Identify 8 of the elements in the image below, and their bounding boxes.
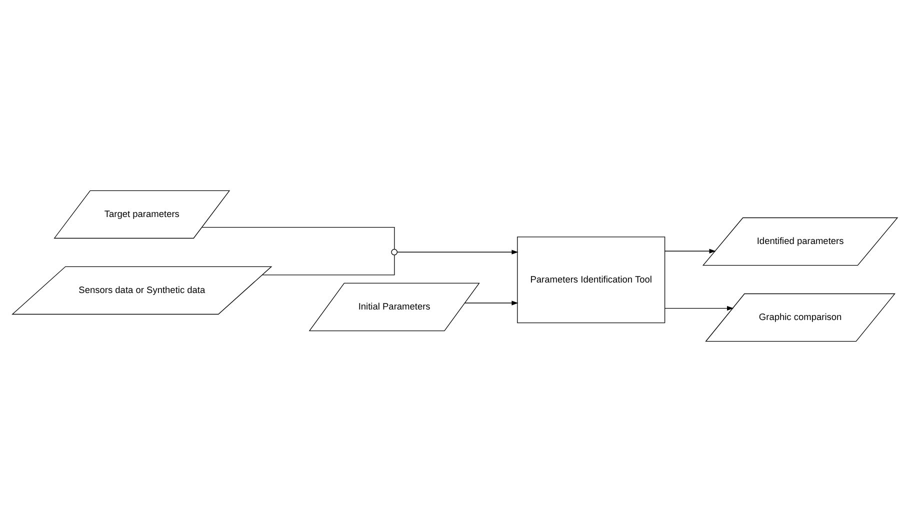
arrow (664, 248, 716, 253)
node-switch (391, 248, 398, 255)
node-box: Parameters Identification Tool (517, 236, 666, 323)
connector (202, 226, 395, 249)
connector (262, 254, 395, 275)
arrow (464, 300, 518, 305)
arrow (664, 305, 734, 310)
arrow (397, 249, 518, 254)
